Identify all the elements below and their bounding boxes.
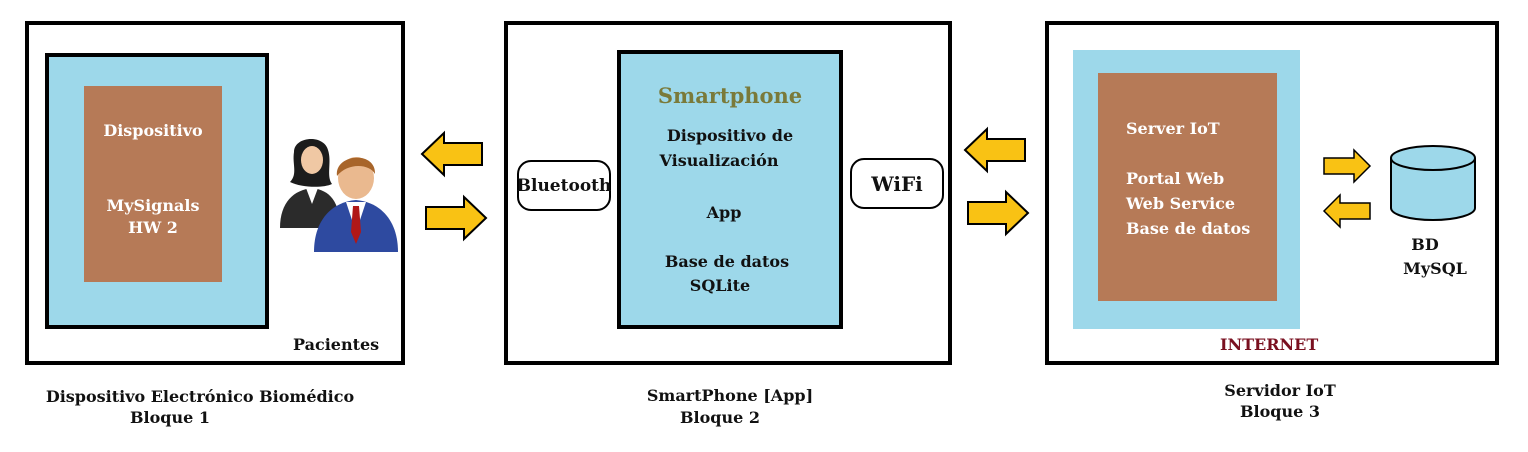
smartphone-panel <box>617 50 843 329</box>
arrow-left-icon <box>1322 193 1371 229</box>
server-line2: Portal Web <box>1126 169 1225 188</box>
patients-label: Pacientes <box>293 335 380 354</box>
arrow-left-icon <box>963 126 1026 174</box>
wifi-text: WiFi <box>871 171 923 196</box>
device-name-line2: HW 2 <box>128 218 178 237</box>
patients-icon <box>280 138 398 252</box>
arrow-right-icon <box>425 194 488 242</box>
server-line3: Web Service <box>1126 194 1236 213</box>
server-line4: Base de datos <box>1126 219 1251 238</box>
device-name-line1: MySignals <box>106 196 200 215</box>
block2-caption-line1: SmartPhone [App] <box>646 386 814 405</box>
smartphone-line5: SQLite <box>689 276 751 295</box>
db-line1: BD <box>1411 235 1439 254</box>
block1-device-inner <box>84 86 222 282</box>
wifi-label: WiFi <box>850 158 944 209</box>
arrow-right-icon <box>1323 148 1372 184</box>
block3-caption-line2: Bloque 3 <box>1240 402 1320 421</box>
arrow-left-icon <box>420 130 483 178</box>
server-inner <box>1098 73 1277 301</box>
bluetooth-text: Bluetooth <box>516 175 612 196</box>
database-icon <box>1390 145 1476 221</box>
block3-caption-line1: Servidor IoT <box>1224 381 1336 400</box>
smartphone-line3: App <box>706 203 742 222</box>
smartphone-title: Smartphone <box>657 83 803 108</box>
block1-caption-line2: Bloque 1 <box>130 408 210 427</box>
block1-caption-line1: Dispositivo Electrónico Biomédico <box>45 387 355 406</box>
internet-label: INTERNET <box>1220 335 1319 354</box>
device-title: Dispositivo <box>103 121 203 140</box>
smartphone-line4: Base de datos <box>664 252 790 271</box>
block2-caption-line2: Bloque 2 <box>680 408 760 427</box>
db-line2: MySQL <box>1403 259 1467 278</box>
arrow-right-icon <box>967 189 1030 237</box>
smartphone-line2: Visualización <box>659 151 779 170</box>
server-line1: Server IoT <box>1126 119 1220 138</box>
smartphone-line1: Dispositivo de <box>666 126 794 145</box>
bluetooth-label: Bluetooth <box>517 160 611 211</box>
